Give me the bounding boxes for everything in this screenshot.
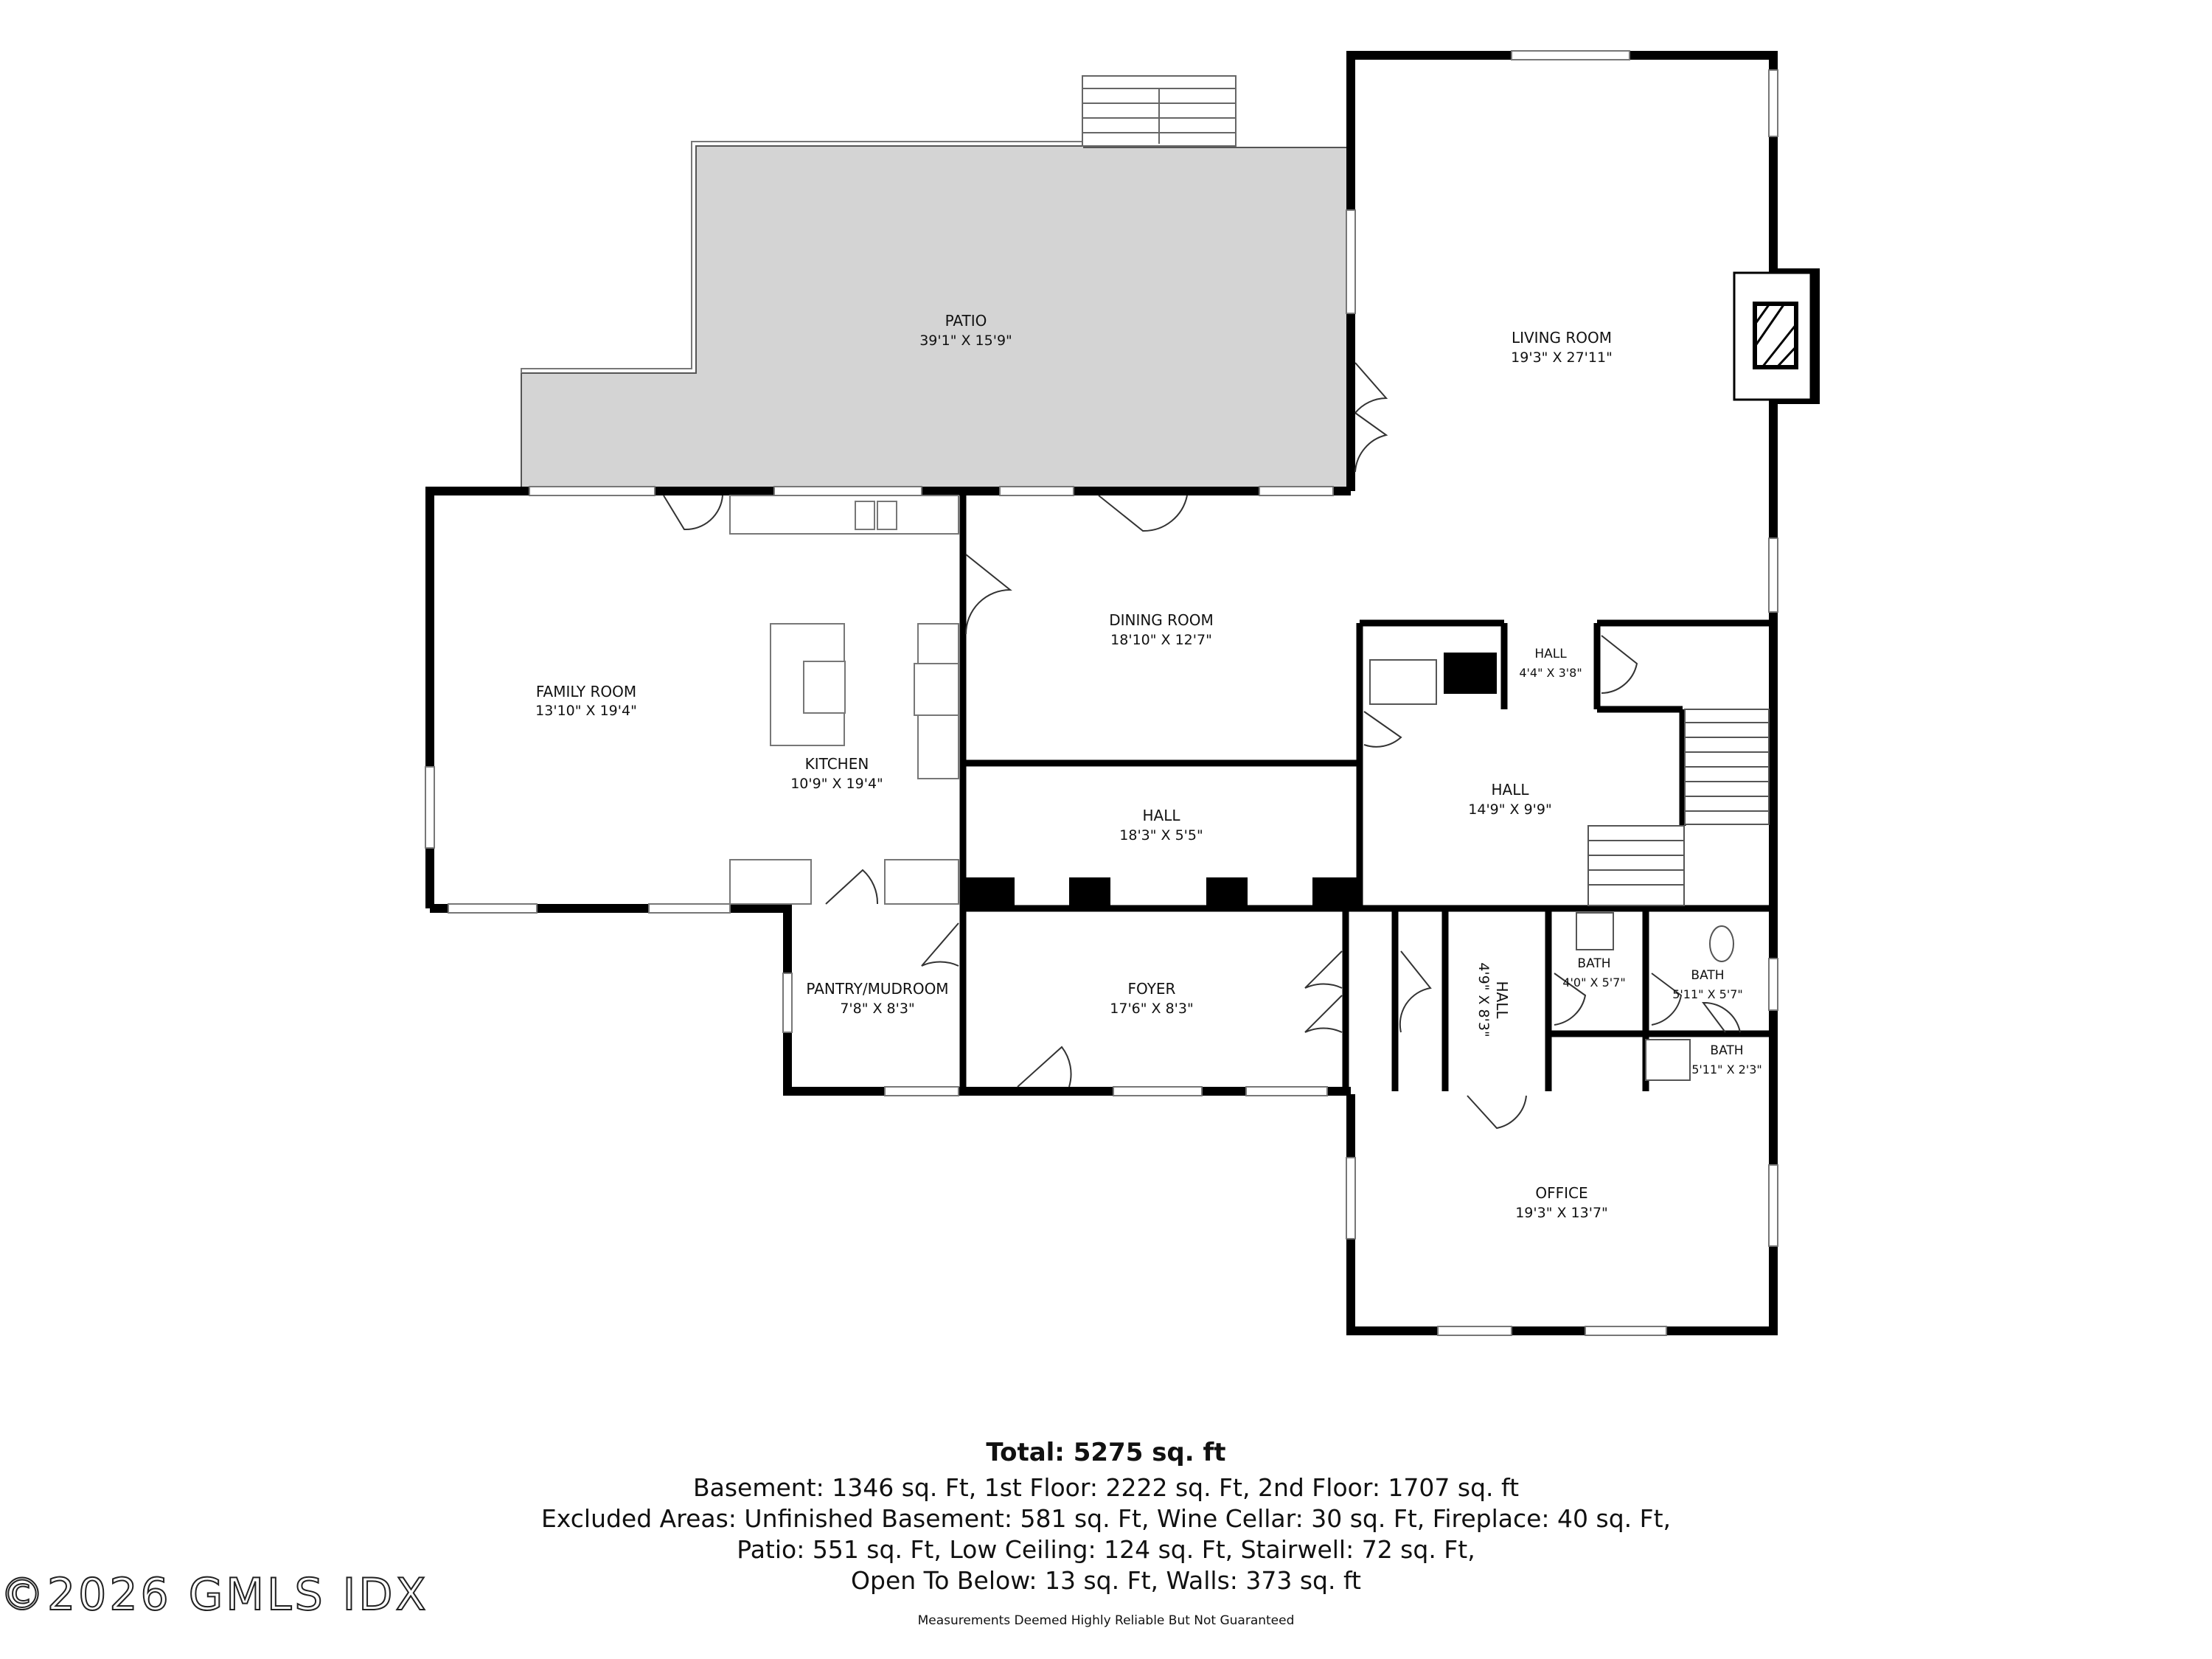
windows xyxy=(425,50,1778,1336)
bath-c-dims: 5'11" X 2'3" xyxy=(1691,1062,1762,1077)
family-room-dims: 13'10" X 19'4" xyxy=(535,703,637,719)
office-dims: 19'3" X 13'7" xyxy=(1515,1205,1608,1221)
hall-vertical-label: HALL xyxy=(1493,981,1511,1019)
watermark: ©2026 GMLS IDX xyxy=(0,1568,429,1621)
family-room-label: FAMILY ROOM xyxy=(536,683,636,700)
hall-right-label: HALL xyxy=(1491,781,1529,799)
stairs xyxy=(1369,659,1770,906)
patio-steps xyxy=(1082,75,1237,147)
living-room-label: LIVING ROOM xyxy=(1512,329,1612,347)
wall-blocks xyxy=(963,653,1497,911)
hall-center-dims: 18'3" X 5'5" xyxy=(1119,827,1203,844)
floor-areas-line: Basement: 1346 sq. Ft, 1st Floor: 2222 s… xyxy=(692,1473,1520,1502)
hall-center-label: HALL xyxy=(1142,807,1180,824)
foyer-label: FOYER xyxy=(1128,980,1176,998)
excluded-areas-line-3: Open To Below: 13 sq. Ft, Walls: 373 sq.… xyxy=(851,1566,1361,1595)
foyer-dims: 17'6" X 8'3" xyxy=(1110,1001,1193,1017)
bath-a-label: BATH xyxy=(1577,956,1610,971)
patio-dims: 39'1" X 15'9" xyxy=(919,333,1012,349)
pantry-label: PANTRY/MUDROOM xyxy=(806,980,948,998)
doors xyxy=(663,362,1741,1130)
total-area: Total: 5275 sq. ft xyxy=(986,1438,1226,1467)
bath-fixtures xyxy=(1576,912,1734,1081)
disclaimer: Measurements Deemed Highly Reliable But … xyxy=(917,1613,1295,1628)
dining-room-dims: 18'10" X 12'7" xyxy=(1110,632,1212,648)
bath-b-dims: 5'11" X 5'7" xyxy=(1672,987,1743,1001)
excluded-areas-line: Excluded Areas: Unfinished Basement: 581… xyxy=(540,1504,1672,1533)
floor-plan: PATIO 39'1" X 15'9" LIVING ROOM 19'3" X … xyxy=(425,50,1820,1336)
patio-label: PATIO xyxy=(945,312,987,330)
room-labels: PATIO 39'1" X 15'9" LIVING ROOM 19'3" X … xyxy=(535,312,1762,1221)
office-label: OFFICE xyxy=(1535,1184,1587,1202)
bath-b-label: BATH xyxy=(1691,968,1724,983)
hall-vertical-dims: 4'9" X 8'3" xyxy=(1475,962,1492,1037)
pantry-dims: 7'8" X 8'3" xyxy=(840,1001,914,1017)
bath-a-dims: 4'0" X 5'7" xyxy=(1562,975,1625,990)
kitchen-fixtures xyxy=(729,495,959,905)
dining-room-label: DINING ROOM xyxy=(1109,611,1214,629)
hall-small-label: HALL xyxy=(1534,647,1567,661)
hall-small-dims: 4'4" X 3'8" xyxy=(1519,666,1582,680)
patio-area xyxy=(521,141,1348,489)
excluded-areas-line-2: Patio: 551 sq. Ft, Low Ceiling: 124 sq. … xyxy=(737,1535,1475,1564)
bath-c-label: BATH xyxy=(1710,1043,1743,1058)
interior-walls xyxy=(959,491,1773,1091)
hall-right-dims: 14'9" X 9'9" xyxy=(1468,801,1551,818)
kitchen-dims: 10'9" X 19'4" xyxy=(790,776,883,792)
fireplace xyxy=(1733,271,1812,401)
living-room-dims: 19'3" X 27'11" xyxy=(1511,349,1613,366)
kitchen-label: KITCHEN xyxy=(805,755,869,773)
